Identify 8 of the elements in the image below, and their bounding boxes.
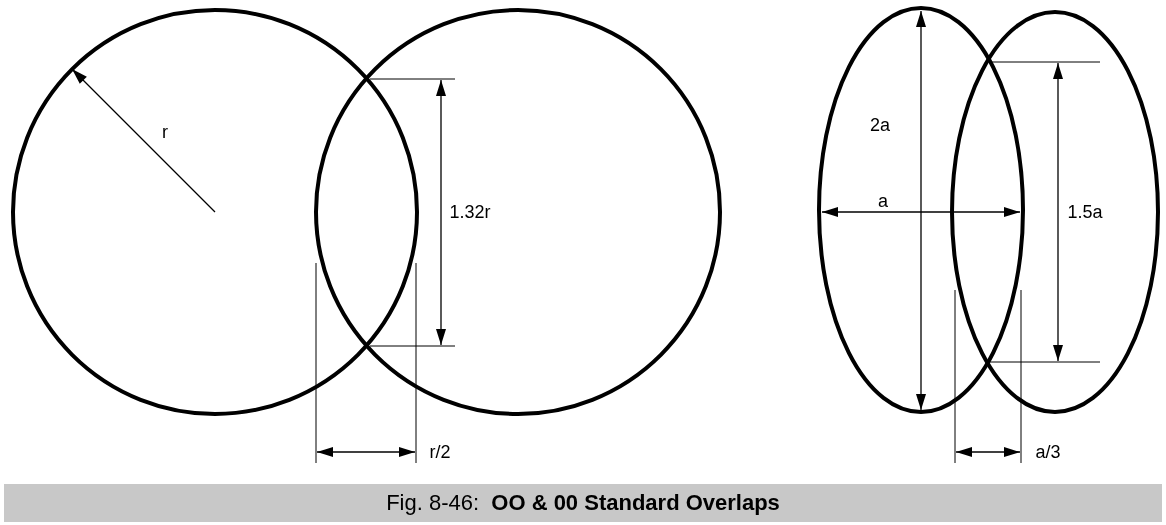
dimension-label: a (878, 192, 888, 210)
dimension-label: r/2 (429, 443, 451, 461)
dimension-label: 1.32r (449, 203, 491, 221)
dimension-label: a/3 (1035, 443, 1061, 461)
dimension-label: 1.5a (1067, 203, 1103, 221)
dimension-label: 2a (870, 116, 890, 134)
dimension-label: r (162, 123, 168, 141)
figure-caption: Fig. 8-46: OO & 00 Standard Overlaps (386, 490, 780, 516)
